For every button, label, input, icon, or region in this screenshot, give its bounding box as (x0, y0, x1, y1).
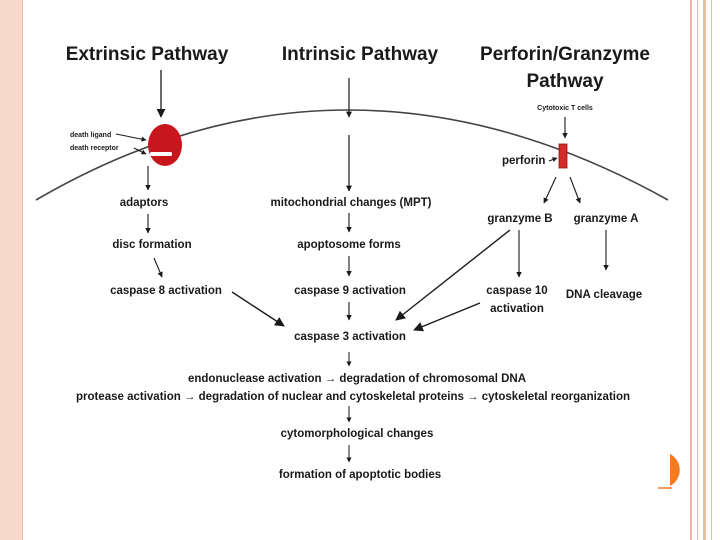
death-receptor-icon (148, 124, 182, 166)
death-ligand-label: death ligand (70, 132, 111, 139)
slide-right-rule (711, 0, 712, 540)
caspase8-label: caspase 8 activation (110, 285, 222, 297)
slide-right-rule (697, 0, 698, 540)
cytomorphological-label: cytomorphological changes (281, 428, 434, 440)
caspase10-label-line2: activation (490, 303, 544, 315)
arrow (569, 176, 581, 204)
death-receptor-label: death receptor (70, 145, 119, 152)
disc-formation-label: disc formation (112, 239, 191, 251)
arrow (153, 257, 163, 278)
slide-left-border (0, 0, 23, 540)
slide-right-rule (690, 0, 692, 540)
caspase10-label: caspase 10 (486, 285, 547, 297)
extrinsic-pathway-title: Extrinsic Pathway (66, 44, 229, 65)
mitochondrial-label: mitochondrial changes (MPT) (270, 197, 431, 209)
arrow (543, 176, 557, 204)
arrow (231, 291, 285, 327)
slide-right-rule (703, 0, 706, 540)
dna-cleavage-label: DNA cleavage (566, 289, 642, 301)
death-receptor-band (150, 152, 172, 156)
slide-ornament-icon (658, 454, 680, 489)
granzyme-b-label: granzyme B (487, 213, 552, 225)
arrow (115, 133, 147, 142)
arrow (133, 147, 147, 155)
adaptors-label: adaptors (120, 197, 169, 209)
arrow (413, 302, 481, 332)
endonuclease-label: endonuclease activation → degradation of… (188, 373, 526, 385)
intrinsic-pathway-title: Intrinsic Pathway (282, 44, 439, 65)
caspase3-label: caspase 3 activation (294, 331, 406, 343)
arrow (395, 229, 511, 321)
granzyme-a-label: granzyme A (574, 213, 639, 225)
cytotoxic-t-cells-label: Cytotoxic T cells (537, 105, 593, 112)
arrow (548, 157, 558, 162)
caspase9-label: caspase 9 activation (294, 285, 406, 297)
apoptotic-bodies-label: formation of apoptotic bodies (279, 469, 441, 481)
perforin-label: perforin (502, 155, 545, 167)
perforin-pathway-title: Perforin/Granzyme (480, 44, 650, 65)
protease-label: protease activation → degradation of nuc… (76, 391, 630, 403)
perforin-pore-icon (558, 143, 568, 169)
perforin-pathway-title-line2: Pathway (526, 71, 604, 92)
apoptosome-label: apoptosome forms (297, 239, 401, 251)
